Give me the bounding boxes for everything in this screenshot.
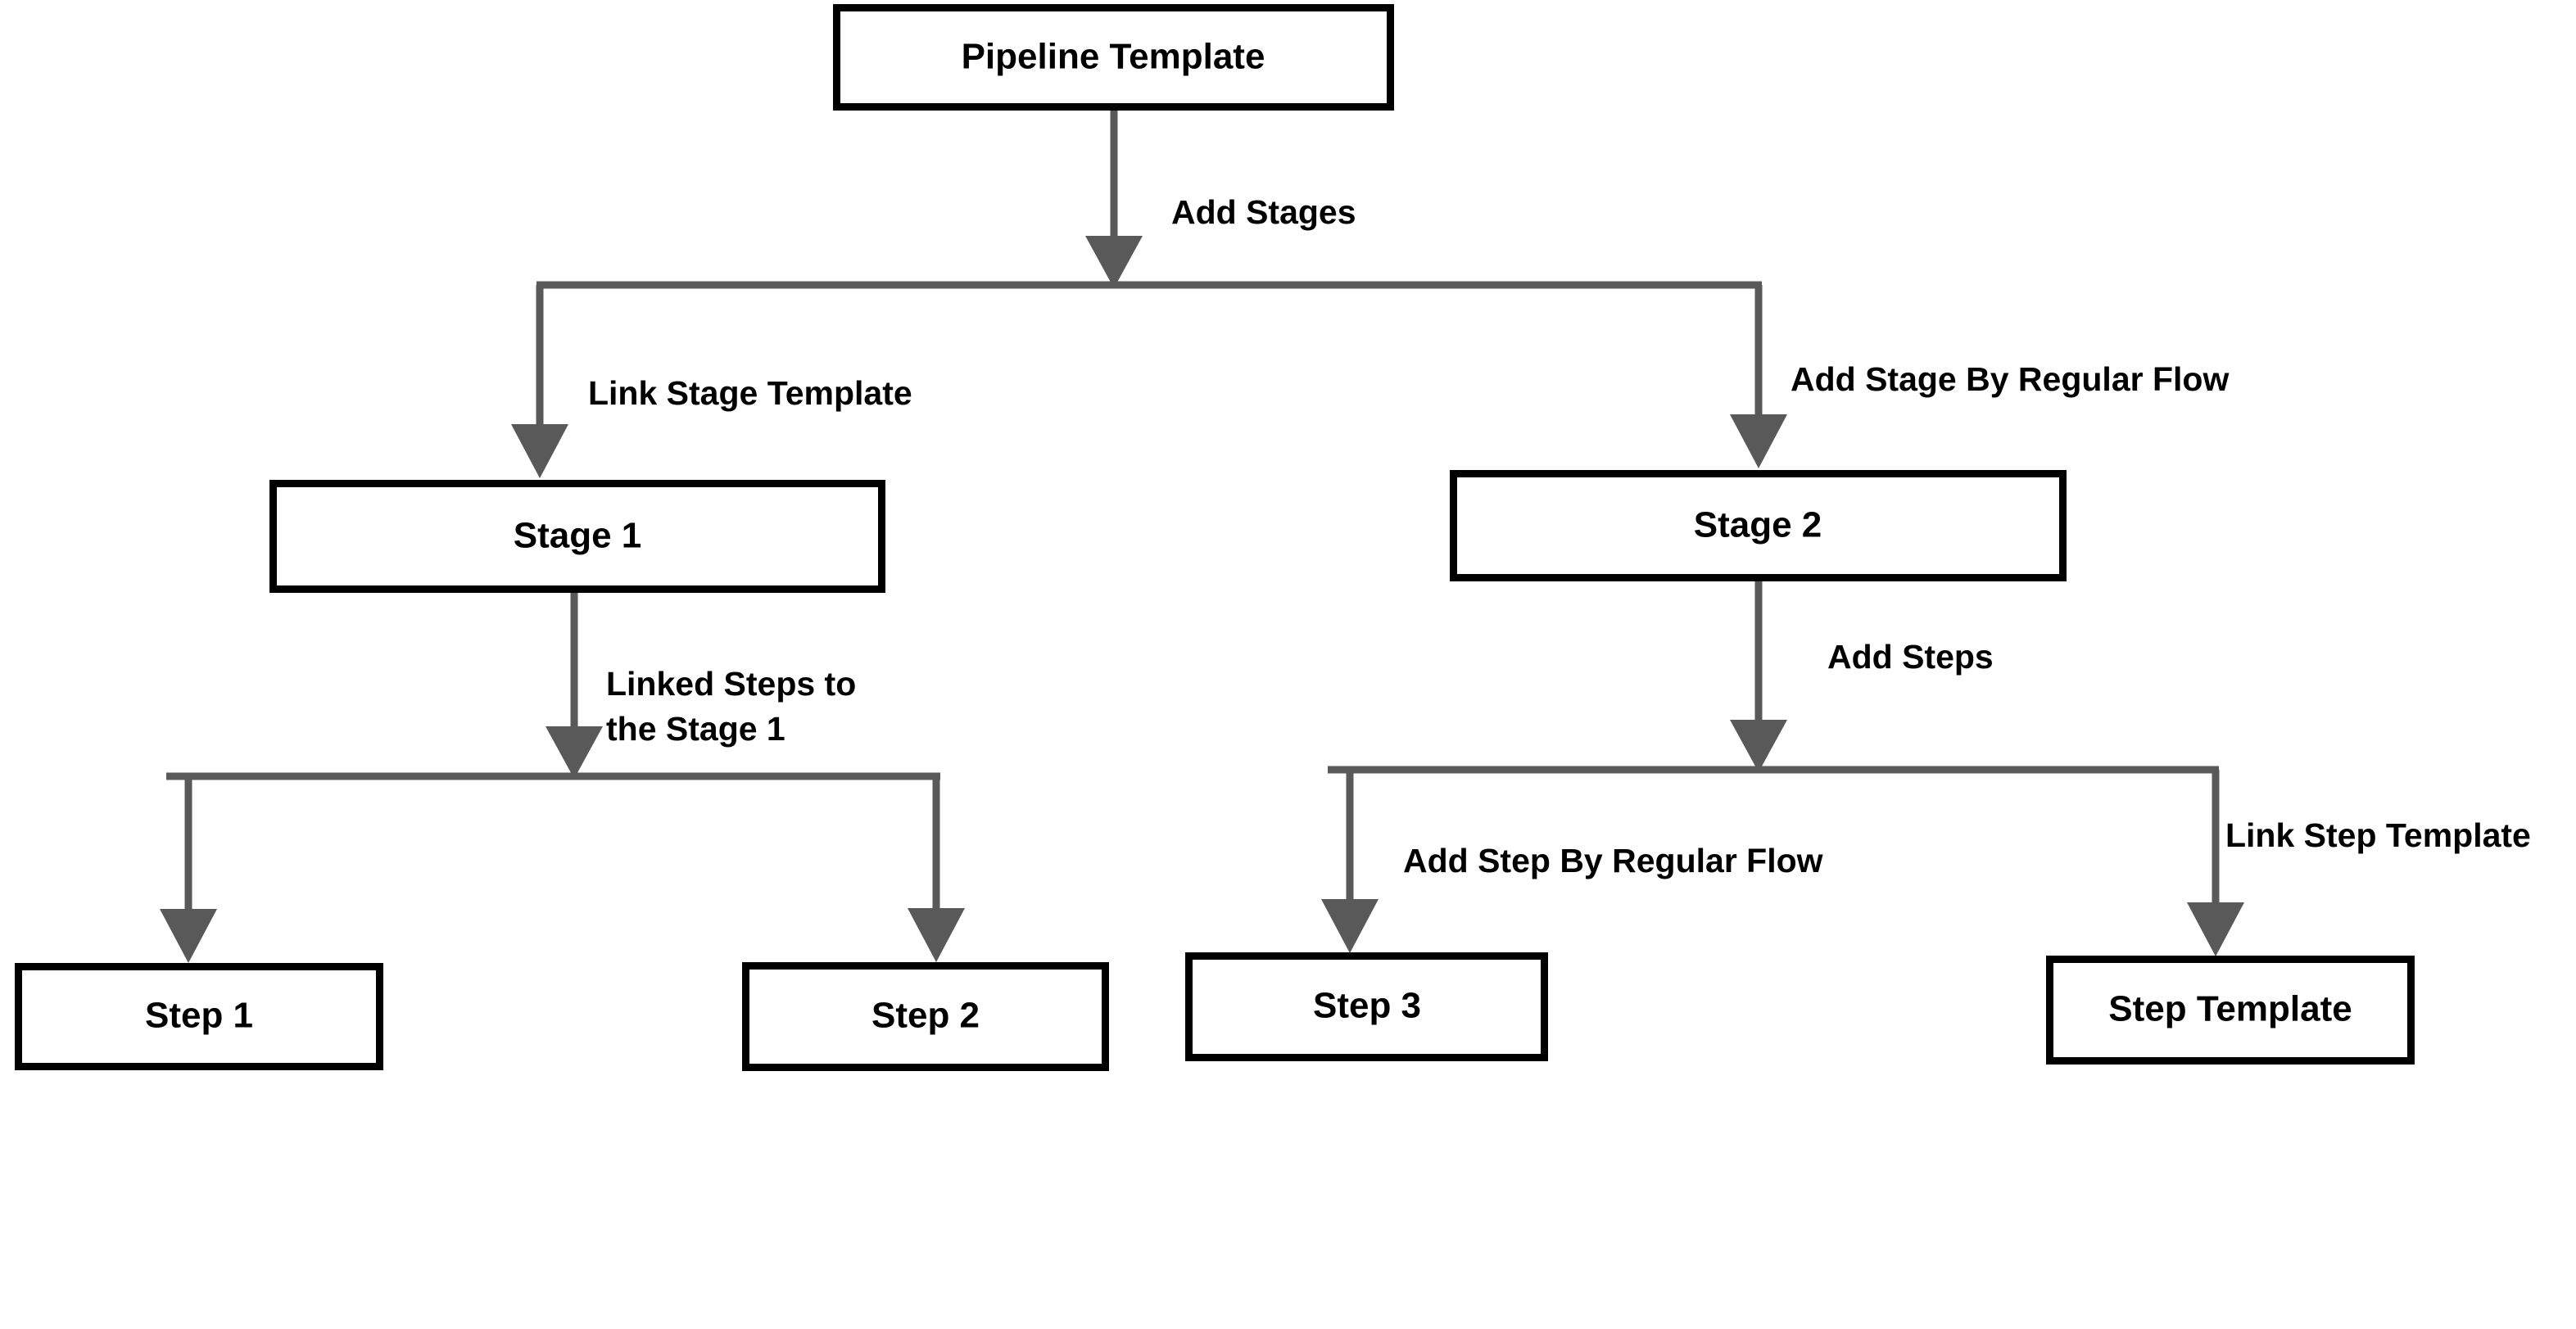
edge-label-add-steps: Add Steps bbox=[1827, 638, 1994, 676]
node-box[interactable] bbox=[1185, 952, 1548, 1061]
node-label: Pipeline Template bbox=[962, 37, 1265, 77]
node-box[interactable] bbox=[1450, 470, 2067, 581]
arrowhead-down-icon bbox=[160, 909, 217, 963]
edge-bus-to-step-1 bbox=[160, 776, 217, 963]
arrowhead-down-icon bbox=[511, 424, 568, 478]
edge-bus-to-step-template bbox=[2187, 770, 2244, 956]
node-label: Stage 1 bbox=[514, 516, 642, 556]
edge-label-add-stages: Add Stages bbox=[1171, 193, 1356, 231]
edge-label-add-step-by-regular-flow: Add Step By Regular Flow bbox=[1403, 842, 1823, 879]
arrowhead-down-icon bbox=[1321, 899, 1379, 953]
node-step-3[interactable]: Step 3 bbox=[1185, 952, 1548, 1061]
edge-label-linked-steps-line-1: Linked Steps to bbox=[606, 665, 856, 703]
edge-stage-1-to-step-bus bbox=[546, 593, 603, 779]
edge-label-linked-steps-line-2: the Stage 1 bbox=[606, 710, 785, 748]
arrowhead-down-icon bbox=[1085, 236, 1143, 288]
edge-pipeline-to-stage-bus bbox=[1085, 111, 1143, 288]
node-stage-2[interactable]: Stage 2 bbox=[1450, 470, 2067, 581]
edge-label-link-stage-template: Link Stage Template bbox=[588, 374, 912, 412]
node-step-template[interactable]: Step Template bbox=[2046, 956, 2415, 1065]
edge-label-add-stage-by-regular-flow: Add Stage By Regular Flow bbox=[1791, 360, 2229, 398]
node-box[interactable] bbox=[742, 962, 1109, 1071]
node-box[interactable] bbox=[833, 4, 1394, 111]
node-label: Step 2 bbox=[871, 996, 980, 1036]
edge-stage-2-to-step-bus bbox=[1730, 581, 1787, 772]
node-step-2[interactable]: Step 2 bbox=[742, 962, 1109, 1071]
node-label: Step Template bbox=[2108, 989, 2352, 1029]
node-label: Stage 2 bbox=[1694, 505, 1822, 545]
edge-bus-to-stage-2 bbox=[1730, 285, 1787, 468]
node-box[interactable] bbox=[269, 480, 885, 593]
node-label: Step 1 bbox=[145, 996, 253, 1036]
edge-label-link-step-template: Link Step Template bbox=[2225, 816, 2531, 854]
node-label: Step 3 bbox=[1313, 986, 1421, 1026]
arrowhead-down-icon bbox=[1730, 414, 1787, 468]
arrowhead-down-icon bbox=[546, 726, 603, 779]
edge-bus-to-step-2 bbox=[908, 776, 965, 962]
arrowhead-down-icon bbox=[2187, 902, 2244, 956]
edge-bus-to-stage-1 bbox=[511, 285, 568, 478]
node-pipeline-template[interactable]: Pipeline Template bbox=[833, 4, 1394, 111]
node-stage-1[interactable]: Stage 1 bbox=[269, 480, 885, 593]
node-step-1[interactable]: Step 1 bbox=[15, 963, 383, 1070]
edge-bus-to-step-3 bbox=[1321, 770, 1379, 953]
arrowhead-down-icon bbox=[908, 908, 965, 962]
arrowhead-down-icon bbox=[1730, 720, 1787, 772]
node-box[interactable] bbox=[2046, 956, 2415, 1065]
node-box[interactable] bbox=[15, 963, 383, 1070]
